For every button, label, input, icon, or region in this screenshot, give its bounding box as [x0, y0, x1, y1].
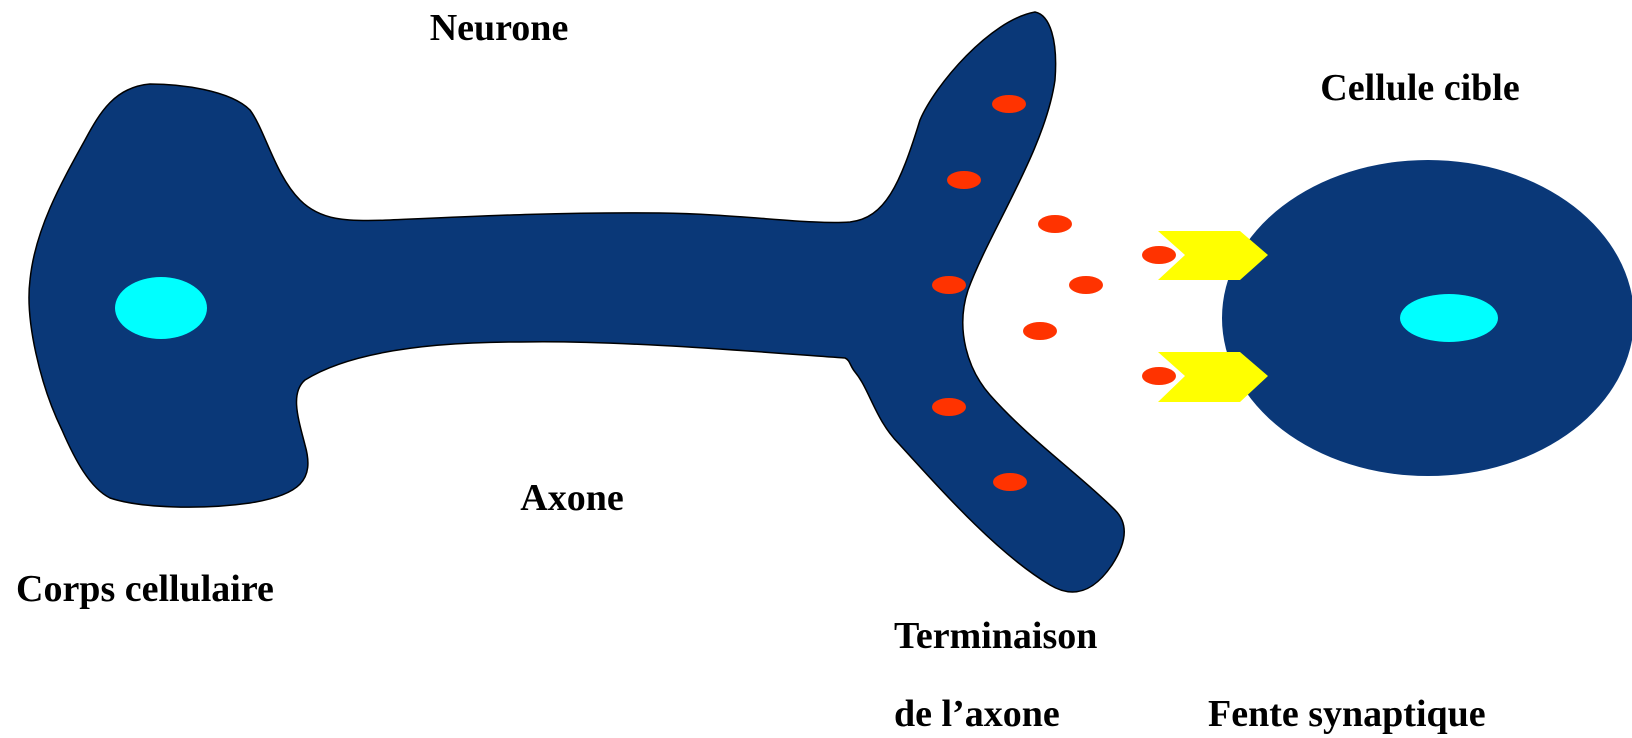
label-cellule-cible: Cellule cible	[1320, 67, 1519, 109]
vesicle	[1069, 276, 1103, 294]
label-neurone: Neurone	[430, 7, 569, 49]
neuron-nucleus	[115, 277, 207, 339]
vesicle	[992, 95, 1026, 113]
vesicle	[1023, 322, 1057, 340]
label-corps-cellulaire: Corps cellulaire	[16, 568, 274, 610]
vesicle	[993, 473, 1027, 491]
vesicle	[947, 171, 981, 189]
label-fente-synaptique: Fente synaptique	[1208, 693, 1486, 735]
bound-vesicle	[1142, 367, 1176, 385]
label-axone: Axone	[520, 477, 623, 519]
bound-vesicle	[1142, 246, 1176, 264]
vesicle	[1038, 215, 1072, 233]
vesicle	[932, 276, 966, 294]
target-cell-nucleus	[1400, 294, 1498, 342]
label-terminaison-line2: de l’axone	[894, 693, 1060, 735]
vesicle	[932, 398, 966, 416]
label-terminaison-line1: Terminaison	[894, 615, 1097, 657]
